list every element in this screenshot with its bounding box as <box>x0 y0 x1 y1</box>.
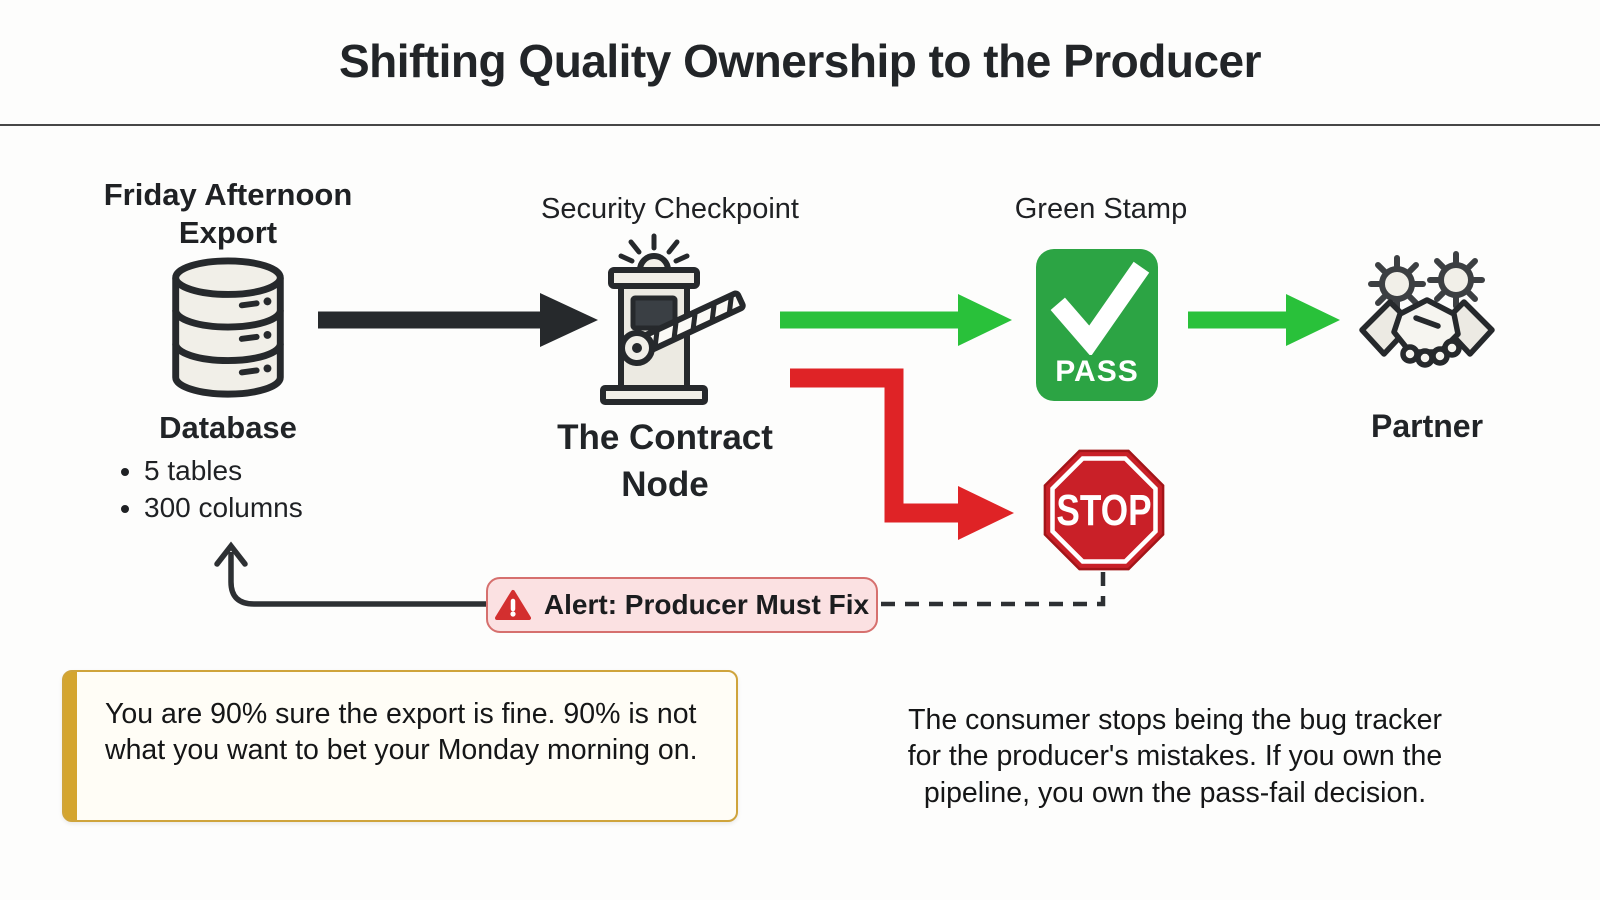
alert-callout: Alert: Producer Must Fix <box>486 577 878 633</box>
beacon-rays-icon <box>618 233 690 264</box>
pass-label: PASS <box>1055 355 1139 388</box>
feedback-arrow-alert-to-database <box>214 541 486 607</box>
partner-handshake-icon <box>1359 251 1495 368</box>
database-bullet-columns: 300 columns <box>144 489 303 526</box>
note-accent-bar <box>64 672 77 820</box>
alert-label: Alert: Producer Must Fix <box>543 589 870 620</box>
left-note-text: You are 90% sure the export is fine. 90%… <box>105 698 698 767</box>
gear-icon <box>1368 255 1426 313</box>
partner-label: Partner <box>1370 408 1484 444</box>
database-bullet-tables: 5 tables <box>144 452 303 489</box>
arrow-checkpoint-to-stop <box>790 368 1014 540</box>
barrier-gate-icon <box>600 233 746 405</box>
green-stamp-heading: Green Stamp <box>1014 193 1188 225</box>
page-title: Shifting Quality Ownership to the Produc… <box>338 35 1262 87</box>
database-bullet-list: 5 tables 300 columns <box>118 452 303 526</box>
arrow-checkpoint-to-pass <box>780 294 1012 346</box>
stop-sign-icon: STOP <box>1043 449 1165 571</box>
right-note-text: The consumer stops being the bug tracker… <box>907 704 1443 809</box>
checkpoint-heading: Security Checkpoint <box>541 193 799 225</box>
title-divider <box>0 124 1600 126</box>
stop-label: STOP <box>1056 486 1151 535</box>
arrow-database-to-checkpoint <box>318 293 598 347</box>
dashed-connector-stop-to-alert <box>881 572 1106 607</box>
warning-triangle-icon <box>494 590 531 620</box>
left-note-card: You are 90% sure the export is fine. 90%… <box>62 670 738 822</box>
barrier-arm-icon <box>631 290 746 358</box>
arrow-pass-to-partner <box>1188 294 1340 346</box>
database-heading: Friday Afternoon Export <box>103 177 353 250</box>
pass-stamp: PASS <box>1036 249 1158 401</box>
database-icon <box>172 257 284 398</box>
contract-node-label: The Contract Node <box>557 418 773 504</box>
handshake-icon <box>1359 297 1495 368</box>
database-label: Database <box>159 410 297 445</box>
checkmark-icon <box>1050 261 1150 355</box>
gear-icon <box>1427 251 1485 309</box>
